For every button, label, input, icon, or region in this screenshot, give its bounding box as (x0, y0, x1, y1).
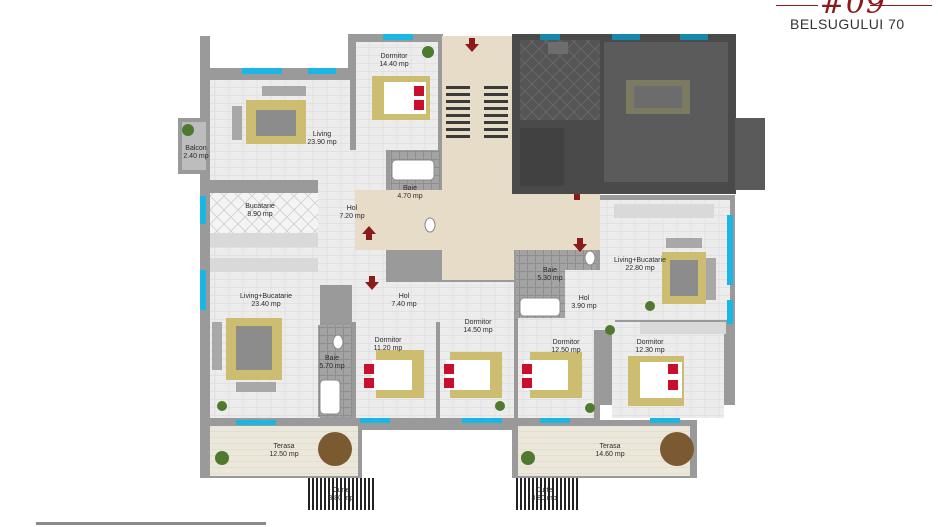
arrow-down-icon (365, 276, 379, 290)
room-area-living2: 23.40 mp (251, 301, 280, 308)
room-name-curte2: Curte (535, 487, 552, 494)
arrow-down-icon (573, 238, 587, 252)
curte1-fence (306, 478, 376, 510)
room-name-baie1: Baie (403, 185, 417, 192)
bathtub-icon (319, 159, 561, 415)
building-name: BELSUGULUI 70 (790, 16, 905, 32)
sofa-set-icon (212, 318, 282, 392)
room-area-dormitor1: 14.40 mp (379, 61, 408, 68)
room-area-dormitor5: 12.30 mp (635, 347, 664, 354)
room-area-dormitor4: 12.50 mp (551, 347, 580, 354)
header-line-left (776, 5, 818, 6)
room-area-terasa2: 14.60 mp (595, 451, 624, 458)
building-number: #09 (819, 0, 886, 21)
plant-icon (182, 46, 655, 465)
arrow-up-icon (362, 226, 376, 240)
room-name-bucatarie: Bucatarie (245, 203, 275, 210)
room-area-terasa1: 12.50 mp (269, 451, 298, 458)
bed-icon (522, 352, 582, 398)
bucatarie-floor (210, 193, 318, 233)
hol2-floor (352, 282, 514, 322)
kitchen-counter (210, 204, 726, 334)
bed-icon (628, 356, 684, 406)
room-name-dormitor5: Dormitor (637, 339, 665, 346)
room-name-baie2: Baie (325, 355, 339, 362)
room-name-terasa2: Terasa (599, 443, 620, 450)
room-name-hol2: Hol (399, 293, 410, 300)
room-name-hol3: Hol (579, 295, 590, 302)
room-area-hol2: 7.40 mp (391, 301, 416, 308)
room-area-hol1: 7.20 mp (339, 213, 364, 220)
room-name-living1: Living (313, 131, 331, 138)
stair-core (355, 36, 600, 290)
windows (200, 34, 733, 425)
room-area-dormitor3: 14.50 mp (463, 327, 492, 334)
room-area-curte1: 3.80 mp (328, 495, 353, 502)
room-name-dormitor3: Dormitor (465, 319, 493, 326)
table-icon (660, 432, 694, 466)
header-line-right (870, 5, 932, 6)
toilet-icon (332, 217, 596, 350)
room-name-curte1: Curte (332, 487, 349, 494)
room-area-baie1: 4.70 mp (397, 193, 422, 200)
table-icon (318, 432, 352, 466)
arrow-down-icon (465, 38, 479, 52)
room-name-dormitor2: Dormitor (375, 337, 403, 344)
room-name-dormitor4: Dormitor (553, 339, 581, 346)
room-name-living3: Living+Bucatarie (614, 257, 666, 264)
room-name-balcon: Balcon (185, 145, 207, 152)
terraces (210, 426, 694, 510)
room-area-dormitor2: 11.20 mp (374, 345, 403, 352)
curte2-fence (514, 478, 580, 510)
neighbour-unit (512, 34, 765, 194)
room-area-living3: 22.80 mp (625, 265, 654, 272)
room-name-living2: Living+Bucatarie (240, 293, 292, 300)
room-name-dormitor1: Dormitor (381, 53, 409, 60)
room-area-hol3: 3.90 mp (571, 303, 596, 310)
room-name-terasa1: Terasa (273, 443, 294, 450)
room-area-baie2: 5.70 mp (319, 363, 344, 370)
sofa-set-icon (232, 86, 306, 144)
footer-bar (36, 522, 266, 525)
sofa-set-icon (662, 238, 716, 304)
bed-icon (372, 76, 430, 120)
room-area-living1: 23.90 mp (307, 139, 336, 146)
room-area-bucatarie: 8.90 mp (247, 211, 272, 218)
bed-icon (444, 352, 502, 398)
room-name-baie3: Baie (543, 267, 557, 274)
room-name-hol1: Hol (347, 205, 358, 212)
bed-icon (364, 350, 424, 398)
room-area-balcon: 2.40 mp (183, 153, 208, 160)
room-area-baie3: 5.30 mp (537, 275, 562, 282)
room-area-curte2: 3.80 mp (531, 495, 556, 502)
